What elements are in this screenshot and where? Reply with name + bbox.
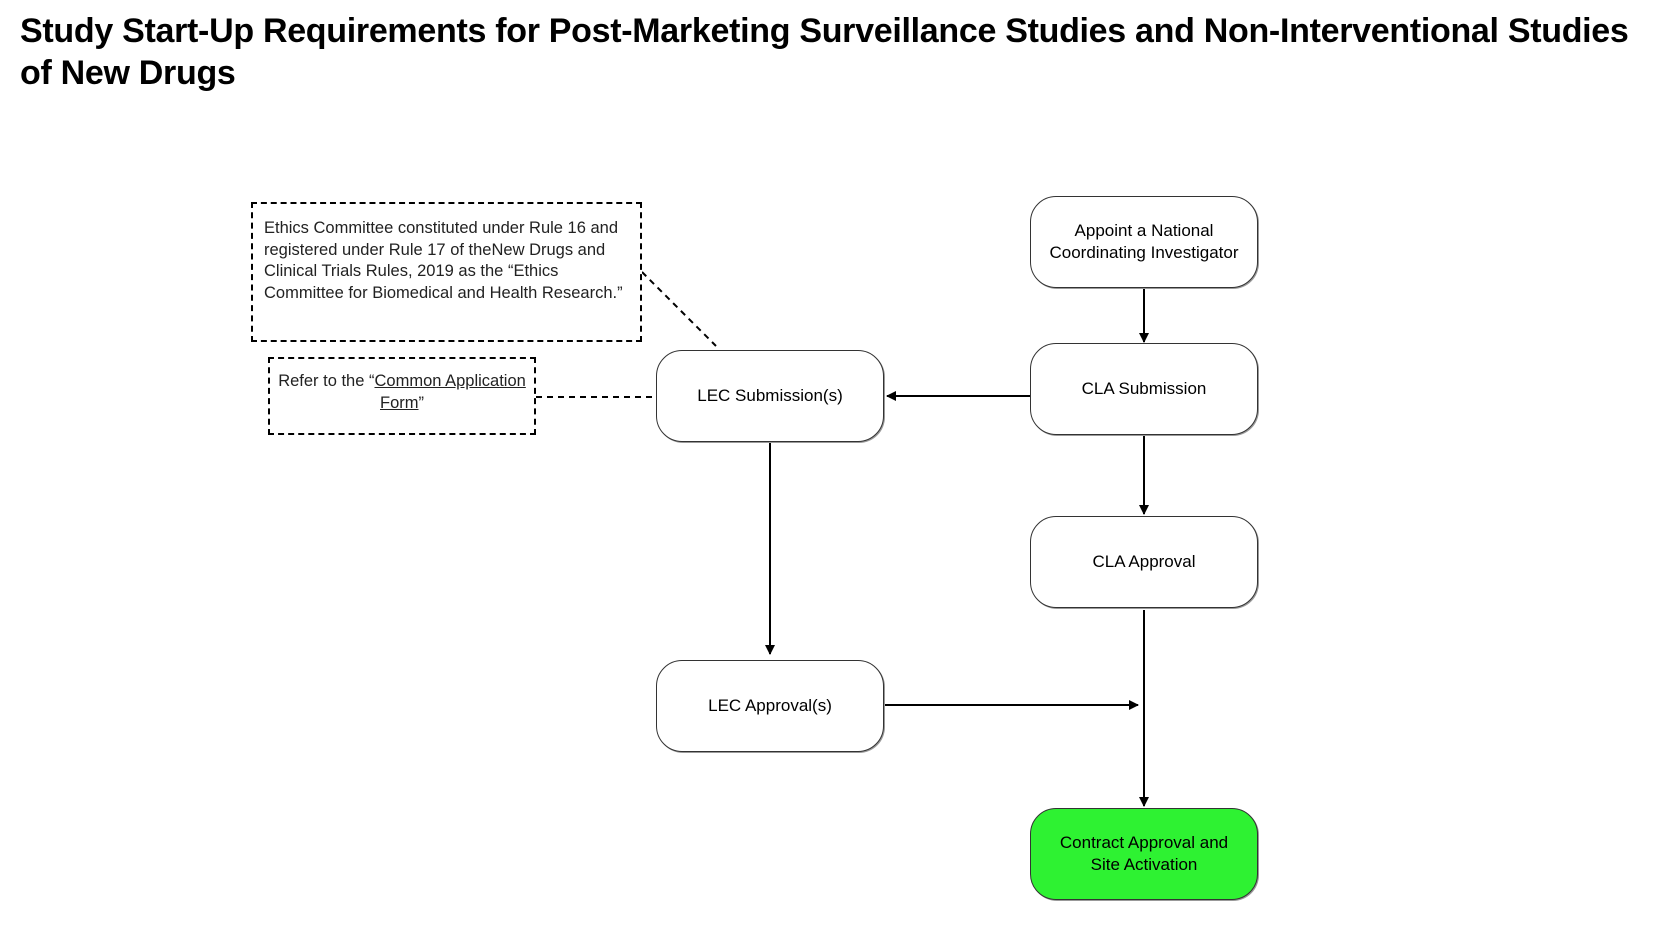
caf-note-suffix: ” xyxy=(418,393,425,412)
dashed-connector-ethics-note xyxy=(641,271,717,347)
node-lec-submission-label: LEC Submission(s) xyxy=(697,386,843,405)
node-contract-approval-site-activation: Contract Approval and Site Activation xyxy=(1030,808,1258,900)
node-cla-approval-label: CLA Approval xyxy=(1092,552,1196,571)
caf-note-prefix: Refer to the “ xyxy=(278,372,375,390)
ethics-committee-note-text: Ethics Committee constituted under Rule … xyxy=(264,219,623,302)
page-title: Study Start-Up Requirements for Post-Mar… xyxy=(20,12,1629,92)
node-lec-approval: LEC Approval(s) xyxy=(656,660,884,752)
node-appoint-national-coordinating-investigator: Appoint a National Coordinating Investig… xyxy=(1030,196,1258,288)
node-appoint-label: Appoint a National Coordinating Investig… xyxy=(1049,221,1239,262)
ethics-committee-note: Ethics Committee constituted under Rule … xyxy=(251,202,642,342)
node-cla-submission-label: CLA Submission xyxy=(1081,379,1207,398)
node-lec-submission: LEC Submission(s) xyxy=(656,350,884,442)
node-contract-label: Contract Approval and Site Activation xyxy=(1059,833,1229,874)
node-cla-submission: CLA Submission xyxy=(1030,343,1258,435)
common-application-form-link[interactable]: Common Application Form xyxy=(374,372,526,412)
common-application-form-note: Refer to the “Common Application Form” xyxy=(268,357,536,435)
node-cla-approval: CLA Approval xyxy=(1030,516,1258,608)
node-lec-approval-label: LEC Approval(s) xyxy=(708,696,832,715)
